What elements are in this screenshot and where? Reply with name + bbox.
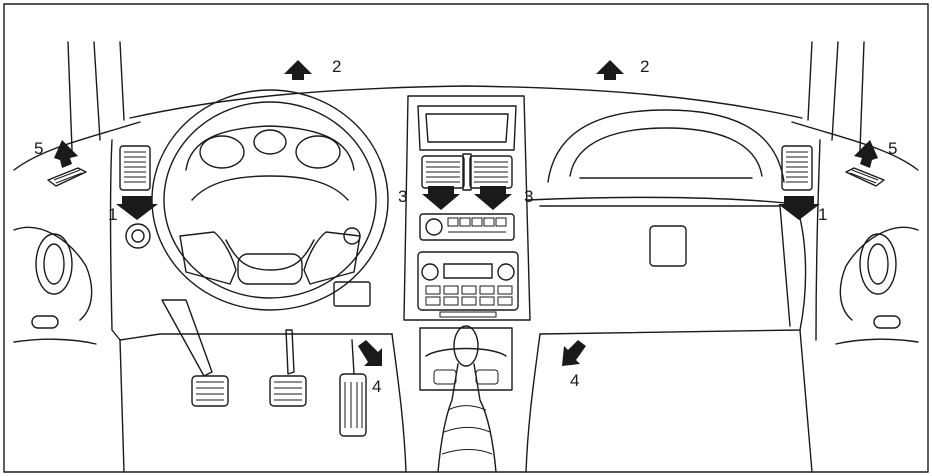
dash-top-edge <box>129 85 803 119</box>
left-door-panel <box>13 226 97 345</box>
clutch-pedal <box>161 299 229 407</box>
left-a-pillar <box>67 41 125 151</box>
airflow-arrow-icon <box>54 140 78 168</box>
label-footwell-left: 4 <box>372 377 382 396</box>
label-defrost-right: 2 <box>640 57 650 76</box>
airflow-arrow-icon <box>422 186 460 210</box>
airflow-arrow-icon <box>284 60 312 80</box>
airflow-arrow-icon <box>562 340 586 366</box>
climate-control-panel <box>419 213 515 241</box>
label-footwell-right: 4 <box>570 371 580 390</box>
gear-knob <box>453 325 479 367</box>
airflow-arrow-icon <box>596 60 624 80</box>
accelerator-pedal <box>339 339 367 437</box>
ignition-lock <box>343 227 361 245</box>
right-door-sill-line <box>791 121 919 171</box>
airflow-arrow-icon <box>116 196 158 220</box>
light-switch-knob <box>125 223 151 249</box>
airflow-arrows <box>54 60 878 366</box>
dash-switch-panel <box>333 281 371 307</box>
brake-pedal <box>269 329 307 407</box>
instrument-cluster <box>185 125 355 171</box>
label-side-window-right: 5 <box>888 139 898 158</box>
steering-wheel <box>151 89 389 311</box>
airflow-arrow-icon <box>358 340 382 366</box>
label-side-window-left: 5 <box>34 139 44 158</box>
left-dash-end <box>109 139 121 341</box>
frame-border <box>3 3 929 473</box>
center-stack <box>403 95 531 321</box>
left-door-sill-line <box>13 121 141 171</box>
airflow-arrow-icon <box>854 140 878 168</box>
right-a-pillar <box>807 41 865 151</box>
right-side-window-vent <box>845 167 885 187</box>
label-center-vent-left: 3 <box>398 187 408 206</box>
passenger-dash-hood <box>547 109 785 183</box>
label-side-vent-right: 1 <box>818 205 828 224</box>
center-console <box>391 325 541 473</box>
right-door-panel <box>835 226 919 345</box>
left-side-vent <box>119 145 151 191</box>
lower-dash-left <box>119 333 393 341</box>
passenger-dash <box>527 139 821 473</box>
label-defrost-left: 2 <box>332 57 342 76</box>
label-side-vent-left: 1 <box>108 205 118 224</box>
label-center-vent-right: 3 <box>524 187 534 206</box>
glovebox-handle <box>649 225 687 267</box>
left-kick-panel <box>119 339 125 473</box>
airflow-arrow-icon <box>778 196 820 220</box>
airflow-arrow-icon <box>474 186 512 210</box>
left-side-window-vent <box>47 167 87 187</box>
right-side-vent <box>781 145 813 191</box>
radio-unit <box>417 251 519 311</box>
